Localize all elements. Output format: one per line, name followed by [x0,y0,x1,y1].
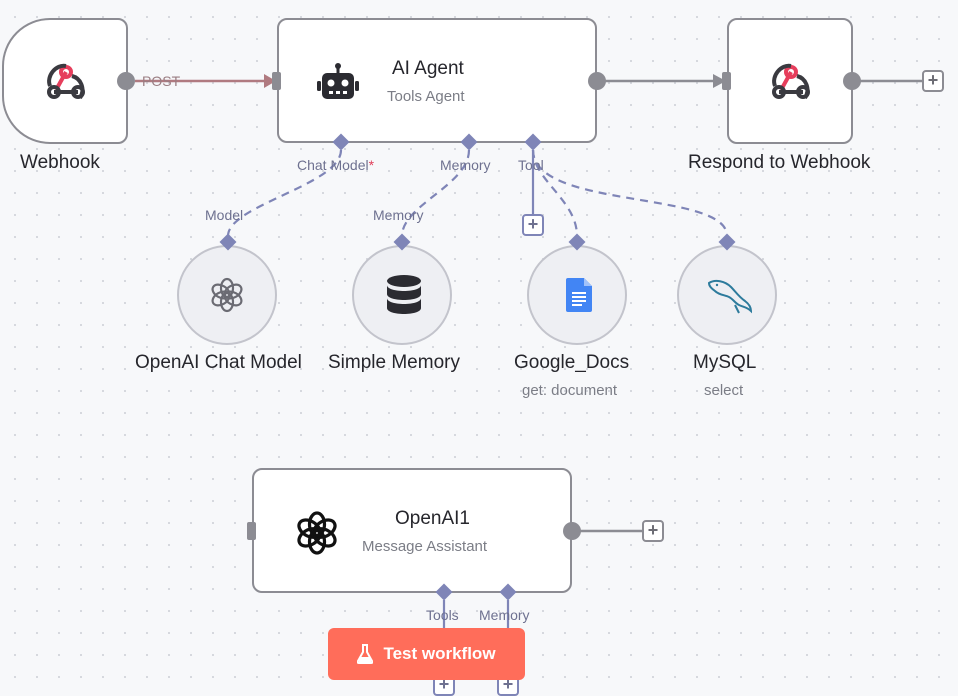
connection-arrow [264,74,276,88]
node-openai1[interactable]: OpenAI1 Message Assistant [252,468,572,593]
add-node-after-openai1-button[interactable]: + [642,520,664,542]
connection-arrow [713,74,726,88]
respond-output-handle[interactable] [843,72,861,90]
test-workflow-button[interactable]: Test workflow [328,628,525,680]
google-docs-icon [566,278,592,312]
add-node-after-respond-button[interactable]: + [922,70,944,92]
port-label-memory-out: Memory [373,207,424,223]
node-ai-agent[interactable]: AI Agent Tools Agent [277,18,597,143]
connection-label-post: POST [142,73,181,89]
node-title-openai-chat-model: OpenAI Chat Model [135,352,302,373]
openai-icon [211,277,243,313]
robot-icon [317,63,359,99]
node-subtitle-ai-agent: Tools Agent [387,88,465,105]
node-respond-to-webhook[interactable] [727,18,853,144]
node-subtitle-mysql: select [704,382,744,399]
connection-tool-mysql [531,149,729,237]
port-label-chat-model: Chat Model* [297,157,375,173]
node-title-openai1: OpenAI1 [395,508,470,529]
add-tool-button[interactable]: + [522,214,544,236]
respond-input-handle[interactable] [722,72,731,90]
node-title-google-docs: Google_Docs [514,352,630,373]
openai1-output-handle[interactable] [563,522,581,540]
node-simple-memory[interactable] [352,245,452,345]
ai-agent-input-handle[interactable] [272,72,281,90]
node-title-mysql: MySQL [693,352,757,373]
node-subtitle-google-docs: get: document [522,382,618,399]
webhook-icon [47,63,85,100]
connection-chat-model [226,149,343,237]
connection-memory [400,149,471,237]
node-title-respond: Respond to Webhook [688,152,871,173]
database-icon [387,275,421,314]
node-subtitle-openai1: Message Assistant [362,538,488,555]
openai1-input-handle[interactable] [247,522,256,540]
node-mysql[interactable] [677,245,777,345]
webhook-icon [772,63,810,100]
node-title-ai-agent: AI Agent [392,58,464,79]
node-title-simple-memory: Simple Memory [328,352,460,373]
node-google-docs[interactable] [527,245,627,345]
port-label-tool: Tool [518,157,544,173]
connection-tool-docs [531,149,579,237]
flask-icon [357,644,374,664]
port-label-memory: Memory [440,157,491,173]
node-webhook[interactable] [2,18,128,144]
mysql-dolphin-icon [707,279,753,314]
node-openai-chat-model[interactable] [177,245,277,345]
port-label-model: Model [205,207,244,223]
openai-icon [297,511,337,555]
ai-agent-output-handle[interactable] [588,72,606,90]
port-label-tools: Tools [426,607,459,623]
port-label-openai1-memory: Memory [479,607,530,623]
webhook-output-handle[interactable] [117,72,135,90]
test-workflow-label: Test workflow [383,644,496,663]
node-title-webhook: Webhook [20,152,100,173]
